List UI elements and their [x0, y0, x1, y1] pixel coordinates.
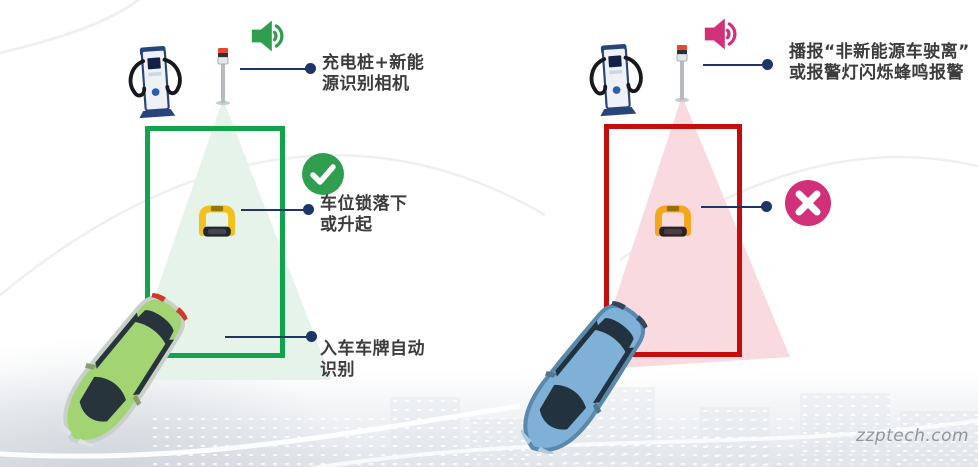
connector-dot — [306, 331, 317, 342]
parking-zone-green — [145, 126, 285, 358]
camera-label-line2: 源识别相机 — [322, 74, 410, 94]
speaker-icon — [251, 20, 284, 52]
parking-zone-red — [604, 124, 742, 357]
alert-label-line1: 播报“非新能源车驶离” — [789, 42, 970, 62]
green-car-top-view — [35, 276, 208, 467]
blue-car-top-view — [495, 284, 668, 467]
lock-label-line1: 车位锁落下 — [320, 194, 408, 214]
connector-dot — [761, 201, 772, 212]
connector-line — [701, 206, 765, 208]
camera-label-line1: 充电桩+新能 — [322, 53, 425, 73]
plate-label: 入车车牌自动 识别 — [320, 339, 425, 381]
camera-pole-icon — [675, 45, 689, 103]
camera-pole-icon — [216, 48, 230, 106]
ev-charger-icon — [128, 46, 182, 119]
connector-line — [241, 209, 307, 211]
alert-label-line2: 或报警灯闪烁蜂鸣报警 — [789, 63, 964, 83]
plate-label-line2: 识别 — [320, 360, 355, 380]
skyline-building — [390, 397, 460, 467]
lock-label: 车位锁落下 或升起 — [320, 194, 408, 236]
skyline-building — [700, 407, 770, 467]
connector-dot — [303, 204, 314, 215]
connector-line — [703, 64, 765, 66]
connector-dot — [762, 59, 773, 70]
connector-line — [240, 68, 308, 70]
parking-lock-icon — [654, 205, 692, 237]
parking-lock-icon — [198, 205, 236, 237]
connector-dot — [305, 63, 316, 74]
cross-circle-icon — [785, 180, 831, 226]
lock-label-line2: 或升起 — [320, 215, 373, 235]
camera-label: 充电桩+新能 源识别相机 — [322, 53, 424, 95]
connector-line — [225, 336, 309, 338]
plate-label-line1: 入车车牌自动 — [320, 339, 425, 359]
watermark: zzptech.com — [856, 426, 970, 446]
speaker-icon — [704, 18, 737, 50]
ev-charger-icon — [589, 44, 643, 117]
check-circle-icon — [302, 153, 344, 195]
alert-label: 播报“非新能源车驶离” 或报警灯闪烁蜂鸣报警 — [789, 42, 970, 84]
